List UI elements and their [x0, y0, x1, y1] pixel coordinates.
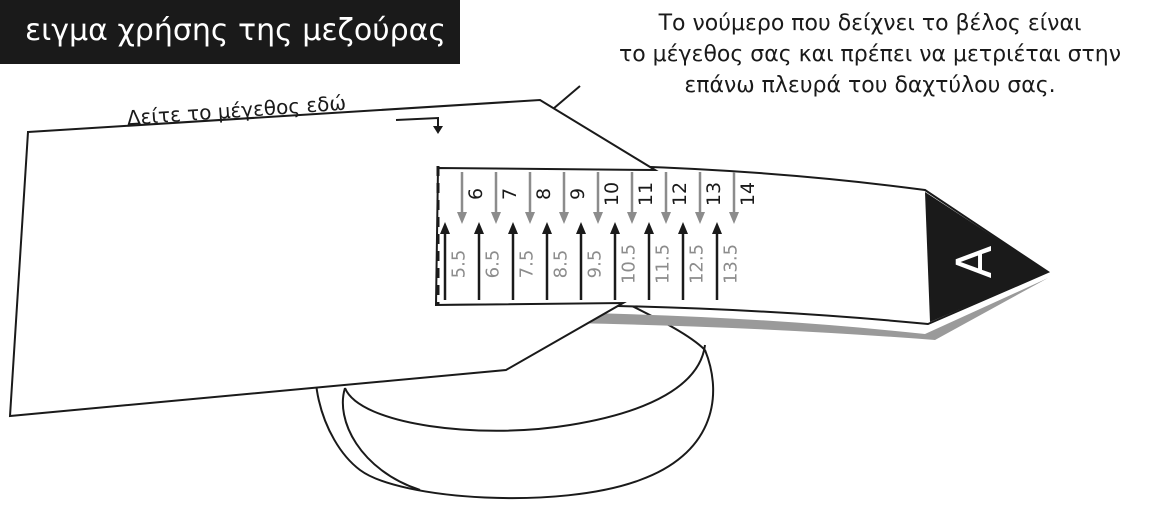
half-size-arrowhead-7.5 — [508, 222, 518, 234]
half-size-label-5.5: 5.5 — [449, 250, 470, 279]
sizer-card — [8, 98, 659, 418]
half-size-label-6.5: 6.5 — [483, 250, 504, 279]
instruction-line-2: το μέγεθος σας και πρέπει να μετριέται σ… — [618, 42, 1122, 67]
half-size-label-10.5: 10.5 — [619, 244, 640, 284]
half-size-arrowhead-10.5 — [610, 222, 620, 234]
size-arrowhead-6 — [457, 212, 467, 224]
size-label-10: 10 — [601, 182, 623, 206]
size-arrowhead-10 — [593, 212, 603, 224]
half-size-label-7.5: 7.5 — [517, 250, 538, 279]
title-box: ειγμα χρήσης της μεζούρας — [0, 0, 460, 64]
instruction-line-3: επάνω πλευρά του δαχτύλου σας. — [684, 73, 1056, 98]
tape-letter: A — [947, 245, 1003, 278]
half-size-arrowhead-11.5 — [644, 222, 654, 234]
half-size-label-13.5: 13.5 — [721, 244, 742, 284]
see-size-arrow — [395, 116, 443, 134]
size-label-12: 12 — [669, 182, 691, 206]
size-label-11: 11 — [635, 182, 657, 206]
tape-shadow — [440, 278, 1048, 340]
size-label-14: 14 — [737, 182, 759, 206]
half-size-arrowhead-5.5 — [440, 222, 450, 234]
size-arrowhead-14 — [729, 212, 739, 224]
half-size-arrowhead-8.5 — [542, 222, 552, 234]
half-size-label-11.5: 11.5 — [653, 244, 674, 284]
instruction-line-1: Το νούμερο που δείχνει το βέλος είναι — [658, 11, 1082, 36]
half-size-label-12.5: 12.5 — [687, 244, 708, 284]
size-arrowhead-12 — [661, 212, 671, 224]
size-label-6: 6 — [465, 188, 487, 200]
tape-tip — [925, 192, 1048, 322]
diagram-title: ειγμα χρήσης της μεζούρας — [24, 13, 446, 48]
size-label-7: 7 — [499, 188, 521, 200]
half-size-arrowhead-12.5 — [678, 222, 688, 234]
size-label-9: 9 — [567, 188, 589, 200]
size-arrowhead-7 — [491, 212, 501, 224]
size-arrowhead-13 — [695, 212, 705, 224]
half-size-label-9.5: 9.5 — [585, 250, 606, 279]
size-label-8: 8 — [533, 188, 555, 200]
half-size-arrowhead-6.5 — [474, 222, 484, 234]
size-label-13: 13 — [703, 182, 725, 206]
instruction-text: Το νούμερο που δείχνει το βέλος είναι το… — [570, 8, 1170, 101]
size-arrowhead-9 — [559, 212, 569, 224]
half-size-arrowhead-13.5 — [712, 222, 722, 234]
size-arrowhead-8 — [525, 212, 535, 224]
size-arrowhead-11 — [627, 212, 637, 224]
half-size-label-8.5: 8.5 — [551, 250, 572, 279]
half-size-arrowhead-9.5 — [576, 222, 586, 234]
finger-ring — [314, 304, 715, 500]
